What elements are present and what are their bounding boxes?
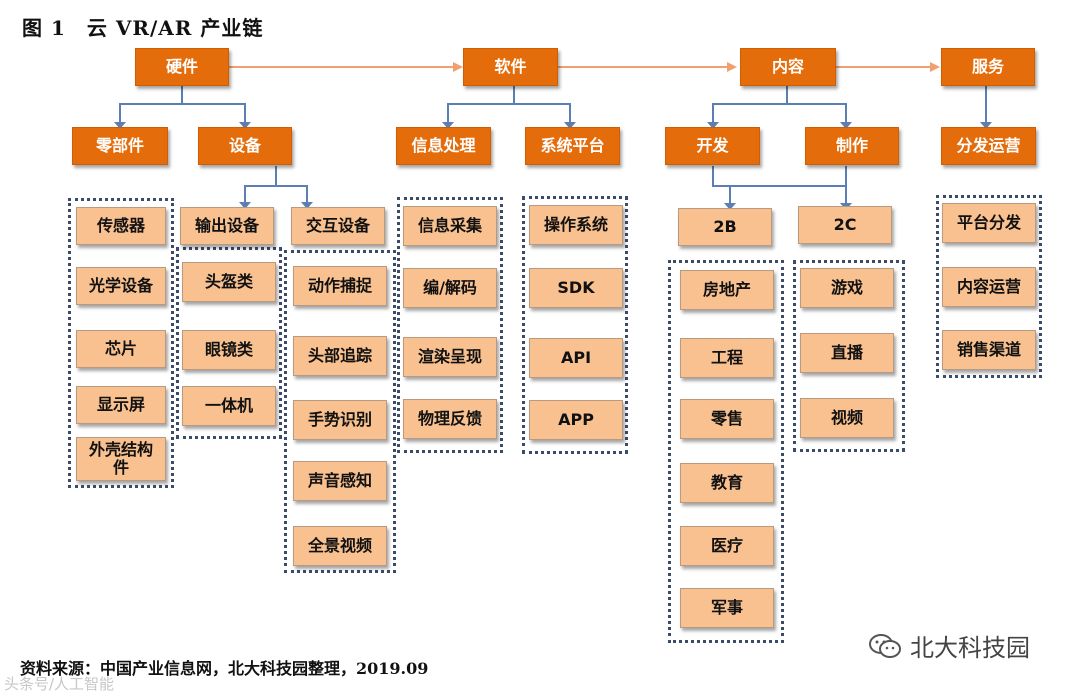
leaf-info-collection: 信息采集 xyxy=(403,206,497,246)
branch-dev-prod xyxy=(712,166,847,187)
leaf-all-in-one: 一体机 xyxy=(182,386,276,426)
leaf-sdk: SDK xyxy=(529,268,623,308)
node-development: 开发 xyxy=(665,127,760,165)
node-components: 零部件 xyxy=(72,127,168,165)
leaf-optical-device: 光学设备 xyxy=(76,267,166,305)
leaf-education: 教育 xyxy=(680,463,774,503)
node-devices: 设备 xyxy=(198,127,292,165)
leaf-engineering: 工程 xyxy=(680,338,774,378)
leaf-glasses: 眼镜类 xyxy=(182,330,276,370)
category-service: 服务 xyxy=(941,48,1035,86)
group-info-processing xyxy=(397,197,503,453)
node-system-platform: 系统平台 xyxy=(525,127,620,165)
branch-devices-right xyxy=(276,185,308,203)
wechat-icon xyxy=(869,633,901,658)
leaf-real-estate: 房地产 xyxy=(680,270,774,310)
leaf-live-streaming: 直播 xyxy=(800,333,894,373)
node-output-devices: 输出设备 xyxy=(180,207,274,245)
leaf-video: 视频 xyxy=(800,398,894,438)
category-content: 内容 xyxy=(740,48,836,86)
node-2c: 2C xyxy=(798,206,892,244)
group-2c xyxy=(793,260,905,452)
group-2b xyxy=(668,260,784,643)
leaf-panoramic-video: 全景视频 xyxy=(293,526,387,566)
leaf-sensor: 传感器 xyxy=(76,207,166,245)
branch-hardware xyxy=(119,86,183,123)
group-distribution-ops xyxy=(936,195,1042,378)
group-output-devices xyxy=(176,247,282,439)
group-system-platform xyxy=(522,196,628,454)
category-hardware: 硬件 xyxy=(135,48,229,86)
watermark-left: 头条号/人工智能 xyxy=(4,675,115,693)
leaf-retail: 零售 xyxy=(680,399,774,439)
branch-content-right xyxy=(787,103,847,123)
group-interaction-devices xyxy=(284,250,396,573)
leaf-head-tracking: 头部追踪 xyxy=(293,336,387,376)
leaf-shell-structure: 外壳结构件 xyxy=(76,437,166,481)
category-software: 软件 xyxy=(463,48,558,86)
node-2b: 2B xyxy=(678,208,772,246)
source-note: 资料来源：中国产业信息网，北大科技园整理，2019.09 xyxy=(20,659,429,678)
branch-software-right xyxy=(514,103,571,123)
group-components xyxy=(68,198,174,488)
leaf-medical: 医疗 xyxy=(680,526,774,566)
leaf-sales-channel: 销售渠道 xyxy=(942,330,1036,370)
leaf-helmet: 头盔类 xyxy=(182,262,276,302)
leaf-motion-capture: 动作捕捉 xyxy=(293,266,387,306)
node-production: 制作 xyxy=(805,127,899,165)
leaf-game: 游戏 xyxy=(800,268,894,308)
node-interaction-devices: 交互设备 xyxy=(291,207,385,245)
branch-software xyxy=(447,86,515,123)
node-info-processing: 信息处理 xyxy=(396,127,491,165)
watermark-right-text: 北大科技园 xyxy=(910,634,1030,662)
leaf-physical-feedback: 物理反馈 xyxy=(403,399,497,439)
leaf-rendering: 渲染呈现 xyxy=(403,337,497,377)
leaf-military: 军事 xyxy=(680,588,774,628)
leaf-voice-sensing: 声音感知 xyxy=(293,461,387,501)
leaf-gesture-recognition: 手势识别 xyxy=(293,400,387,440)
leaf-app: APP xyxy=(529,400,623,440)
watermark-right: 北大科技园 xyxy=(868,628,1030,663)
leaf-encode-decode: 编/解码 xyxy=(403,268,497,308)
node-distribution-ops: 分发运营 xyxy=(941,127,1036,165)
leaf-display: 显示屏 xyxy=(76,386,166,424)
leaf-api: API xyxy=(529,338,623,378)
branch-hardware-right xyxy=(182,103,246,123)
leaf-chip: 芯片 xyxy=(76,330,166,368)
leaf-operating-system: 操作系统 xyxy=(529,205,623,245)
leaf-platform-distribution: 平台分发 xyxy=(942,203,1036,243)
figure-title: 图 1 云 VR/AR 产业链 xyxy=(22,16,264,40)
leaf-content-operation: 内容运营 xyxy=(942,267,1036,307)
branch-content xyxy=(712,86,788,123)
branch-devices xyxy=(244,166,277,203)
